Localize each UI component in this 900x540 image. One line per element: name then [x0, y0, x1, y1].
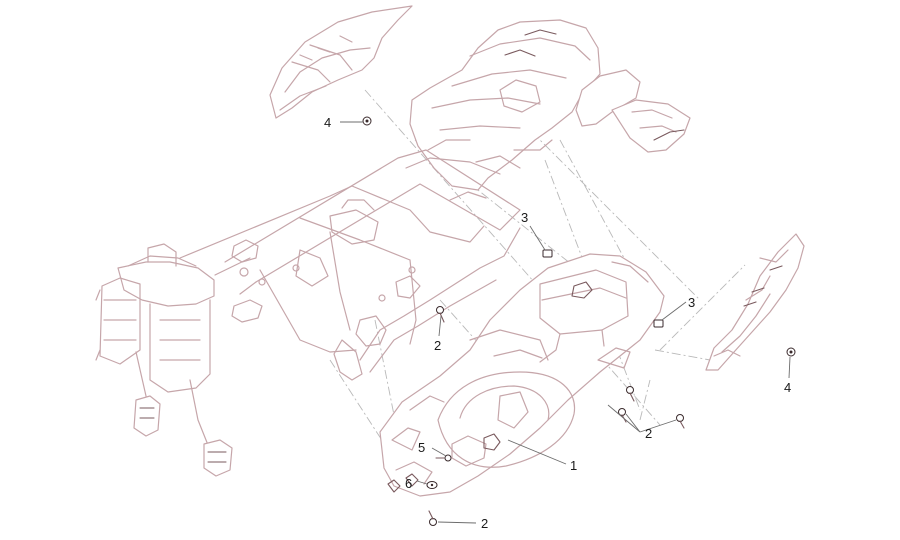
rear-light-assembly: [575, 69, 691, 153]
screw-5: [435, 454, 452, 462]
rear-mudguard: [379, 253, 665, 497]
screw-2-upper: [436, 306, 445, 323]
callout-labels: 4 3 3 4 2 2 1 5 6 2: [324, 115, 791, 531]
clip-3-left: [542, 249, 553, 258]
leader-lines: [340, 121, 791, 524]
callout-1: 1: [570, 458, 577, 473]
callout-2-lower: 2: [481, 516, 488, 531]
washer-6: [426, 481, 438, 489]
callout-6: 6: [405, 476, 412, 491]
clip-3-right: [653, 319, 664, 328]
fasteners: [362, 116, 796, 526]
rear-subframe: [409, 19, 601, 191]
nut-4-upper: [362, 116, 372, 126]
nut-4-right: [786, 347, 796, 357]
screw-2-mid-c: [676, 414, 685, 429]
callout-4-right: 4: [784, 380, 791, 395]
main-frame: [95, 149, 521, 477]
callout-5: 5: [418, 440, 425, 455]
callout-4-upper: 4: [324, 115, 331, 130]
screw-2-mid-a: [626, 386, 635, 402]
callout-3-right: 3: [688, 295, 695, 310]
right-side-panel: [705, 233, 805, 371]
callout-2-mid: 2: [645, 426, 652, 441]
callout-2-upper: 2: [434, 338, 441, 353]
screw-2-lower: [428, 510, 437, 526]
upper-side-panel: [269, 5, 413, 119]
callout-3-left: 3: [521, 210, 528, 225]
